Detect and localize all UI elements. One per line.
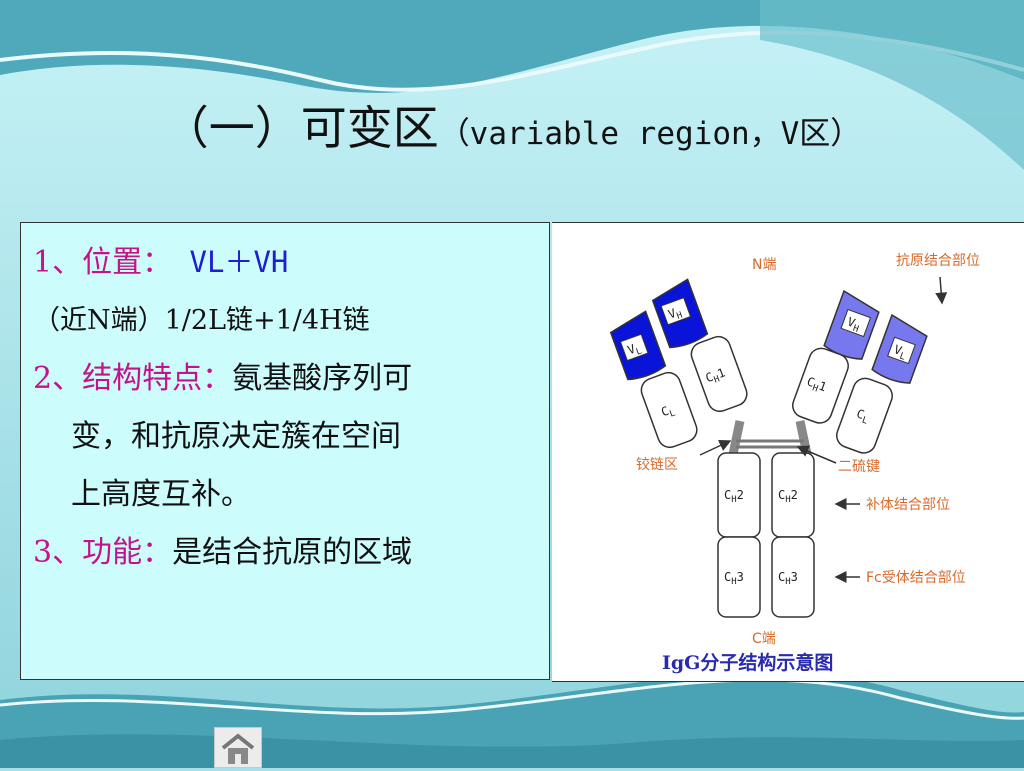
svg-text:CH3: CH3 [724, 570, 744, 587]
domain-sub: L [860, 415, 869, 426]
ch3-domain-right [771, 536, 815, 618]
title-english: （variable region，V区） [438, 116, 862, 152]
point-structure: 2、结构特点：氨基酸序列可 [33, 350, 539, 408]
point-number: 3、 [33, 535, 83, 570]
point-heading: 功能： [82, 535, 173, 570]
domain-sub: L [668, 408, 677, 419]
point-position: 1、位置： VL＋VH [33, 233, 539, 292]
igg-diagram: VL CL VH CH1 VH [609, 253, 980, 674]
point-text: 氨基酸序列可 [232, 361, 413, 396]
antigen-binding-site-label: 抗原结合部位 [896, 253, 980, 269]
domain-suffix: 3 [791, 570, 798, 584]
domain-label: C [724, 570, 731, 584]
domain-label: V [892, 342, 904, 358]
point-number: 1、 [33, 245, 83, 280]
domain-suffix: 1 [817, 379, 829, 395]
point-structure-cont-1: 变，和抗原决定簇在空间 [71, 419, 401, 454]
right-light-chain: VL CL [836, 313, 928, 454]
content-text-box: 1、位置： VL＋VH （近N端）1/2L链+1/4H链 2、结构特点：氨基酸序… [20, 222, 550, 680]
domain-suffix: 1 [715, 365, 727, 381]
svg-text:CH1: CH1 [804, 374, 829, 397]
domain-suffix: 2 [737, 488, 744, 502]
fc-receptor-binding-site-label: Fc受体结合部位 [866, 570, 966, 586]
point-function: 3、功能：是结合抗原的区域 [33, 524, 539, 582]
hinge-arrow [699, 440, 732, 456]
point-structure-cont-2: 上高度互补。 [71, 477, 251, 512]
right-heavy-chain-fab: VH CH1 [792, 289, 880, 424]
home-icon [221, 733, 255, 764]
domain-sub: H [731, 495, 736, 505]
svg-text:CL: CL [659, 402, 677, 422]
domain-label: C [704, 370, 716, 386]
point-text: 是结合抗原的区域 [172, 535, 413, 570]
domain-sub: H [785, 577, 790, 587]
slide-title: （一）可变区（variable region，V区） [0, 92, 1024, 158]
domain-label: C [659, 404, 671, 420]
antigen-binding-arrow [935, 276, 948, 305]
point-position-detail: （近N端）1/2L链+1/4H链 [33, 305, 370, 336]
svg-text:VH: VH [845, 315, 863, 335]
cl-domain [836, 377, 893, 454]
title-chinese: （一）可变区 [162, 101, 439, 155]
svg-text:VL: VL [626, 340, 644, 360]
domain-label: C [724, 488, 731, 502]
igg-figure: VL CL VH CH1 VH [552, 222, 1024, 682]
ch1-domain [792, 347, 849, 424]
domain-label: C [778, 570, 785, 584]
point-heading: 结构特点： [82, 361, 233, 396]
disulfide-label: 二硫键 [838, 459, 880, 475]
domain-label: V [846, 315, 858, 331]
point-value: VL＋VH [172, 245, 289, 279]
svg-text:CL: CL [854, 406, 872, 426]
domain-suffix: 3 [737, 570, 744, 584]
complement-binding-site-label: 补体结合部位 [866, 497, 950, 513]
fc-region: CH2 CH2 CH3 CH3 [717, 452, 815, 618]
ch1-domain [690, 335, 748, 413]
domain-sub: H [785, 495, 790, 505]
domain-label: V [626, 342, 638, 358]
domain-suffix: 2 [791, 488, 798, 502]
figure-caption: IgG分子结构示意图 [662, 651, 833, 674]
n-terminal-label: N端 [752, 257, 776, 273]
disulfide-arrow [796, 445, 837, 464]
domain-label: C [855, 406, 867, 422]
hinge-label: 铰链区 [636, 457, 678, 473]
svg-text:CH3: CH3 [778, 570, 798, 587]
domain-sub: H [713, 374, 722, 385]
c-terminal-label: C端 [752, 631, 776, 647]
ch3-domain-left [717, 536, 761, 618]
domain-sub: L [635, 346, 644, 357]
svg-text:CH1: CH1 [704, 365, 729, 388]
svg-text:CH2: CH2 [724, 488, 744, 505]
left-heavy-chain-fab: VH CH1 [651, 278, 748, 413]
domain-sub: H [675, 311, 684, 322]
left-light-chain: VL CL [609, 310, 698, 449]
domain-label: V [666, 306, 678, 322]
domain-sub: H [851, 324, 860, 335]
svg-text:VH: VH [666, 304, 684, 324]
domain-sub: L [898, 351, 907, 362]
point-heading: 位置： [82, 245, 173, 280]
domain-label: C [778, 488, 785, 502]
cl-domain [640, 371, 698, 449]
domain-sub: H [811, 383, 820, 394]
svg-text:CH2: CH2 [778, 488, 798, 505]
point-number: 2、 [33, 361, 83, 396]
home-button[interactable] [214, 727, 262, 768]
domain-label: C [805, 374, 817, 390]
domain-sub: H [731, 577, 736, 587]
svg-text:VL: VL [891, 342, 909, 362]
